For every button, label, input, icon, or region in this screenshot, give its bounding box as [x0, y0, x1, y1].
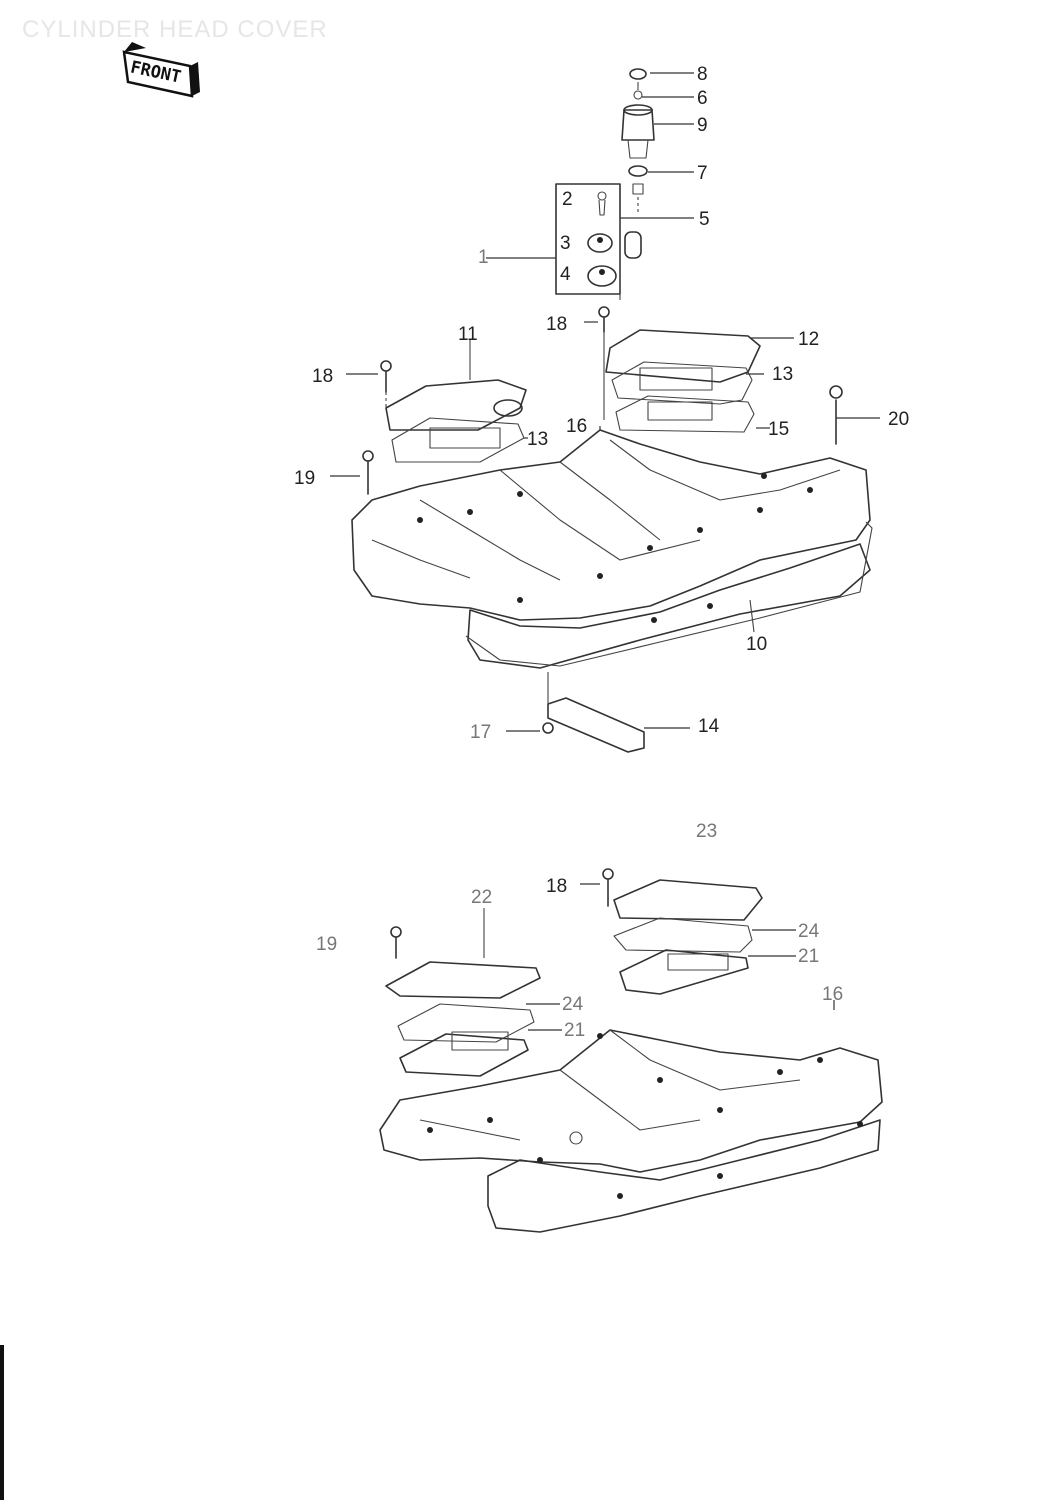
lower-callouts: 23 18 22 19 24 21 24 21 16 [316, 821, 843, 1041]
page-edge-bar [0, 1345, 4, 1500]
callout-4: 4 [560, 264, 571, 285]
breather-plate-14 [506, 672, 690, 753]
diagram-title: CYLINDER HEAD COVER [22, 16, 328, 43]
callout-1: 1 [478, 247, 489, 268]
upper-assembly [330, 68, 880, 753]
callout-6: 6 [697, 88, 708, 109]
bolt-19-left [362, 450, 374, 495]
callout-14: 14 [698, 716, 720, 737]
front-arrow-icon: FRONT [122, 42, 200, 98]
callout-19-lower: 19 [316, 934, 337, 955]
callout-24-right: 24 [798, 921, 820, 942]
callout-16: 16 [566, 416, 587, 437]
bolt-20-right [829, 385, 880, 445]
callout-2: 2 [562, 189, 573, 210]
callout-9: 9 [697, 115, 708, 136]
callout-19: 19 [294, 468, 315, 489]
callout-18-left: 18 [312, 366, 333, 387]
callout-18-upper: 18 [546, 314, 567, 335]
callout-8: 8 [697, 64, 708, 85]
cylinder-head-cover-body [351, 426, 873, 669]
lower-assembly [379, 868, 883, 1233]
callout-7: 7 [697, 163, 708, 184]
callout-11: 11 [458, 324, 478, 345]
breather-cap-stack [621, 68, 655, 215]
oil-seal-part [619, 217, 694, 300]
callout-13-left: 13 [527, 429, 548, 450]
upper-callouts: 8 6 9 7 5 2 3 4 1 18 12 11 13 18 13 16 1… [294, 64, 909, 743]
callout-22: 22 [471, 887, 492, 908]
callout-18-lower: 18 [546, 876, 567, 897]
bolt-18-left [380, 360, 392, 410]
callout-3: 3 [560, 233, 571, 254]
bolt-18-upper [598, 306, 610, 420]
callout-10: 10 [746, 634, 767, 655]
callout-20: 20 [888, 409, 909, 430]
left-valve-cover-plate [385, 340, 528, 463]
callout-21-left: 21 [564, 1020, 585, 1041]
callout-5: 5 [699, 209, 710, 230]
callout-15: 15 [768, 419, 789, 440]
bolt-19-lower [390, 926, 402, 959]
callout-23: 23 [696, 821, 717, 842]
bolt-18-lower [580, 868, 614, 907]
right-valve-cover-plate [605, 329, 794, 433]
callout-17-lower: 17 [470, 722, 491, 743]
callout-24-left: 24 [562, 994, 584, 1015]
callout-21-right: 21 [798, 946, 819, 967]
callout-13-right: 13 [772, 364, 793, 385]
callout-16-lower: 16 [822, 984, 843, 1005]
kit-bracket-box [486, 183, 621, 295]
callout-12: 12 [798, 329, 819, 350]
